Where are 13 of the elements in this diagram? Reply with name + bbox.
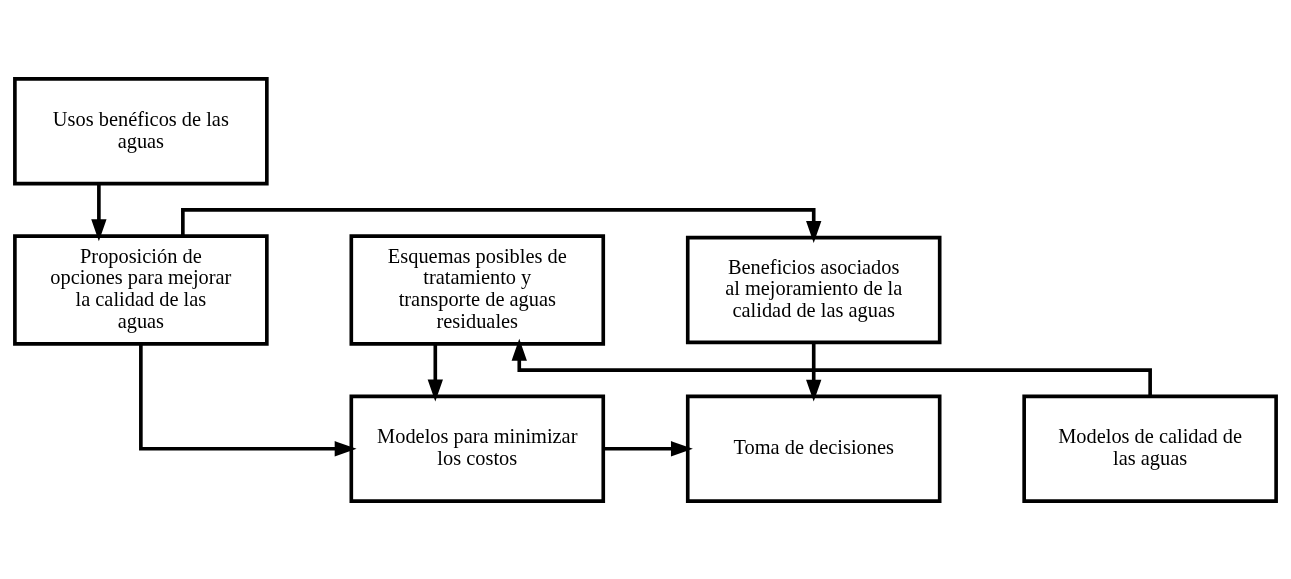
arrow — [139, 343, 357, 456]
node-box: Modelos de calidad de las aguas — [1022, 394, 1278, 503]
node-box: Usos benéficos de las aguas — [13, 76, 269, 185]
arrow — [511, 338, 1152, 396]
node-box: Modelos para minimizar los costos — [349, 394, 606, 503]
node-box: Esquemas posibles de tratamiento y transporte de aguas residuales — [349, 233, 606, 346]
node-box: Toma de decisiones — [685, 394, 942, 503]
arrow — [806, 342, 822, 402]
arrow — [603, 440, 693, 456]
node-box: Proposición de opciones para mejorar la calidad de las aguas — [13, 233, 269, 346]
arrow — [91, 183, 107, 241]
node-box: Beneficios asociados al mejoramiento de la calidad de las aguas — [685, 235, 942, 344]
arrow — [427, 343, 443, 401]
